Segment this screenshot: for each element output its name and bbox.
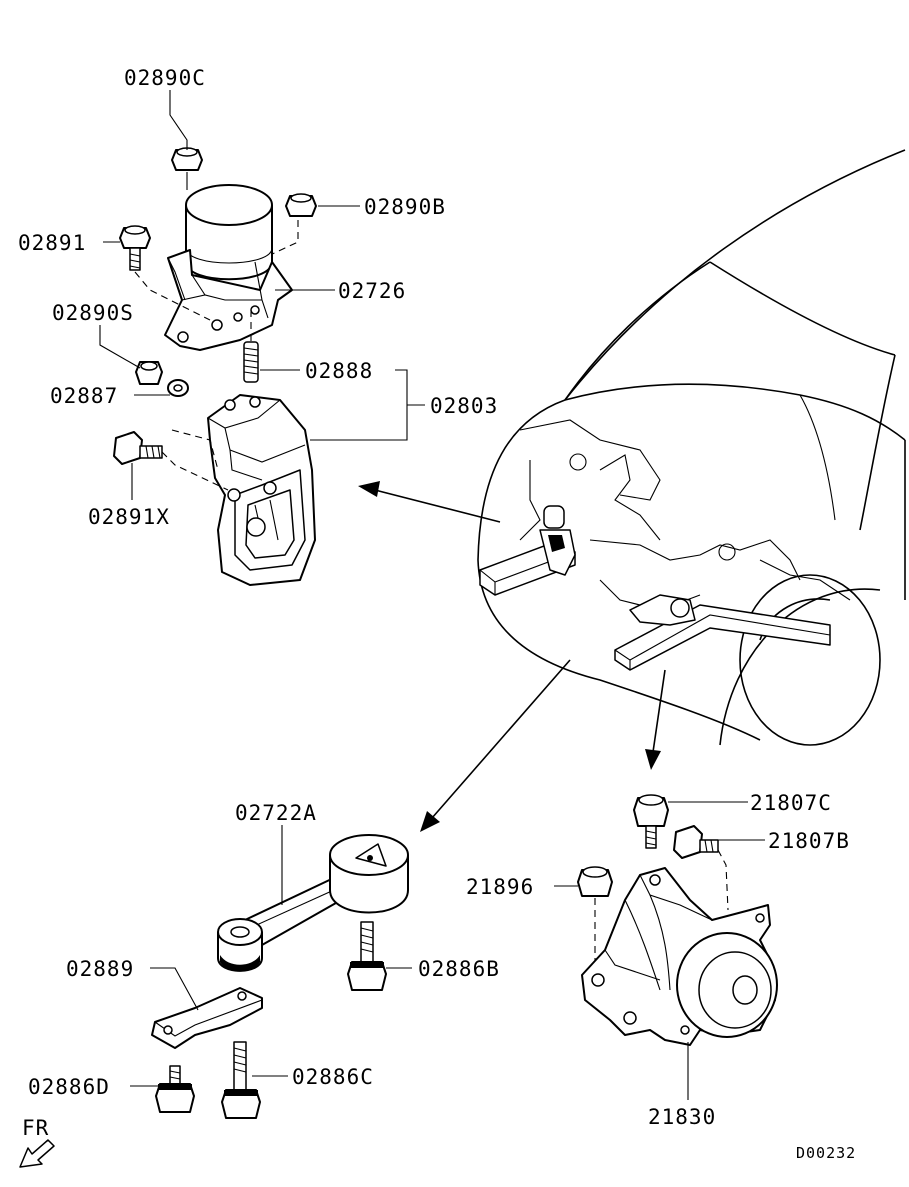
- label-02891: 02891: [18, 231, 86, 255]
- drawing-code: D00232: [796, 1144, 856, 1162]
- engine-mount-upper: [99, 90, 425, 586]
- transmission-mount-group: [554, 794, 778, 1100]
- bolt-02886D: [155, 1065, 195, 1113]
- torque-rod-group: [130, 825, 412, 1119]
- washer-02887: [167, 379, 189, 397]
- part-labels: 02890C 02890B 02891 02726 02890S 02888 0…: [18, 66, 856, 1162]
- label-02887: 02887: [50, 384, 118, 408]
- label-02891X: 02891X: [88, 505, 170, 529]
- stud-02888: [243, 310, 259, 383]
- label-02886C: 02886C: [292, 1065, 374, 1089]
- label-02803: 02803: [430, 394, 498, 418]
- label-02726: 02726: [338, 279, 406, 303]
- vehicle-outline: [477, 149, 906, 746]
- label-02890B: 02890B: [364, 195, 446, 219]
- fr-label: FR: [22, 1116, 49, 1140]
- bolt-21807B: [673, 825, 729, 911]
- front-direction-indicator: FR: [19, 1116, 55, 1168]
- label-02890S: 02890S: [52, 301, 134, 325]
- bolt-02891X: [113, 429, 229, 491]
- bolt-02891: [119, 225, 211, 321]
- label-02889: 02889: [66, 957, 134, 981]
- nut-02890B: [254, 193, 317, 263]
- label-21807C: 21807C: [750, 791, 832, 815]
- bolt-21807C: [633, 794, 669, 849]
- bolt-02886B: [347, 921, 387, 991]
- label-02888: 02888: [305, 359, 373, 383]
- nut-02890S: [135, 361, 163, 385]
- label-02886B: 02886B: [418, 957, 500, 981]
- label-21830: 21830: [648, 1105, 716, 1129]
- bolt-02886C: [221, 1041, 261, 1119]
- callout-arrows: [358, 481, 666, 832]
- nut-21896: [577, 866, 633, 1012]
- bracket-02889: [151, 987, 263, 1049]
- label-02722A: 02722A: [235, 801, 317, 825]
- nut-02890C: [171, 147, 203, 190]
- label-02886D: 02886D: [28, 1075, 110, 1099]
- bracket-02803: [207, 394, 316, 586]
- label-21896: 21896: [466, 875, 534, 899]
- label-21807B: 21807B: [768, 829, 850, 853]
- label-02890C: 02890C: [124, 66, 206, 90]
